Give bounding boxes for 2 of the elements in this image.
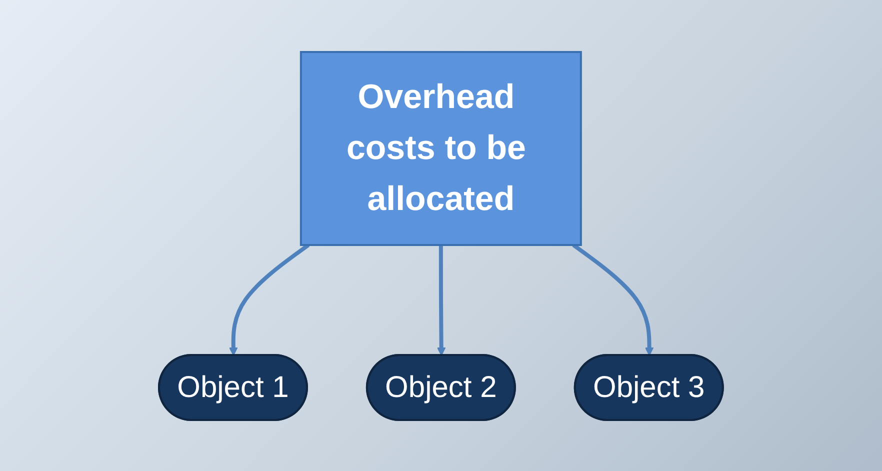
node-box: Overhead costs to be allocated bbox=[300, 50, 582, 246]
arrow bbox=[437, 244, 446, 356]
